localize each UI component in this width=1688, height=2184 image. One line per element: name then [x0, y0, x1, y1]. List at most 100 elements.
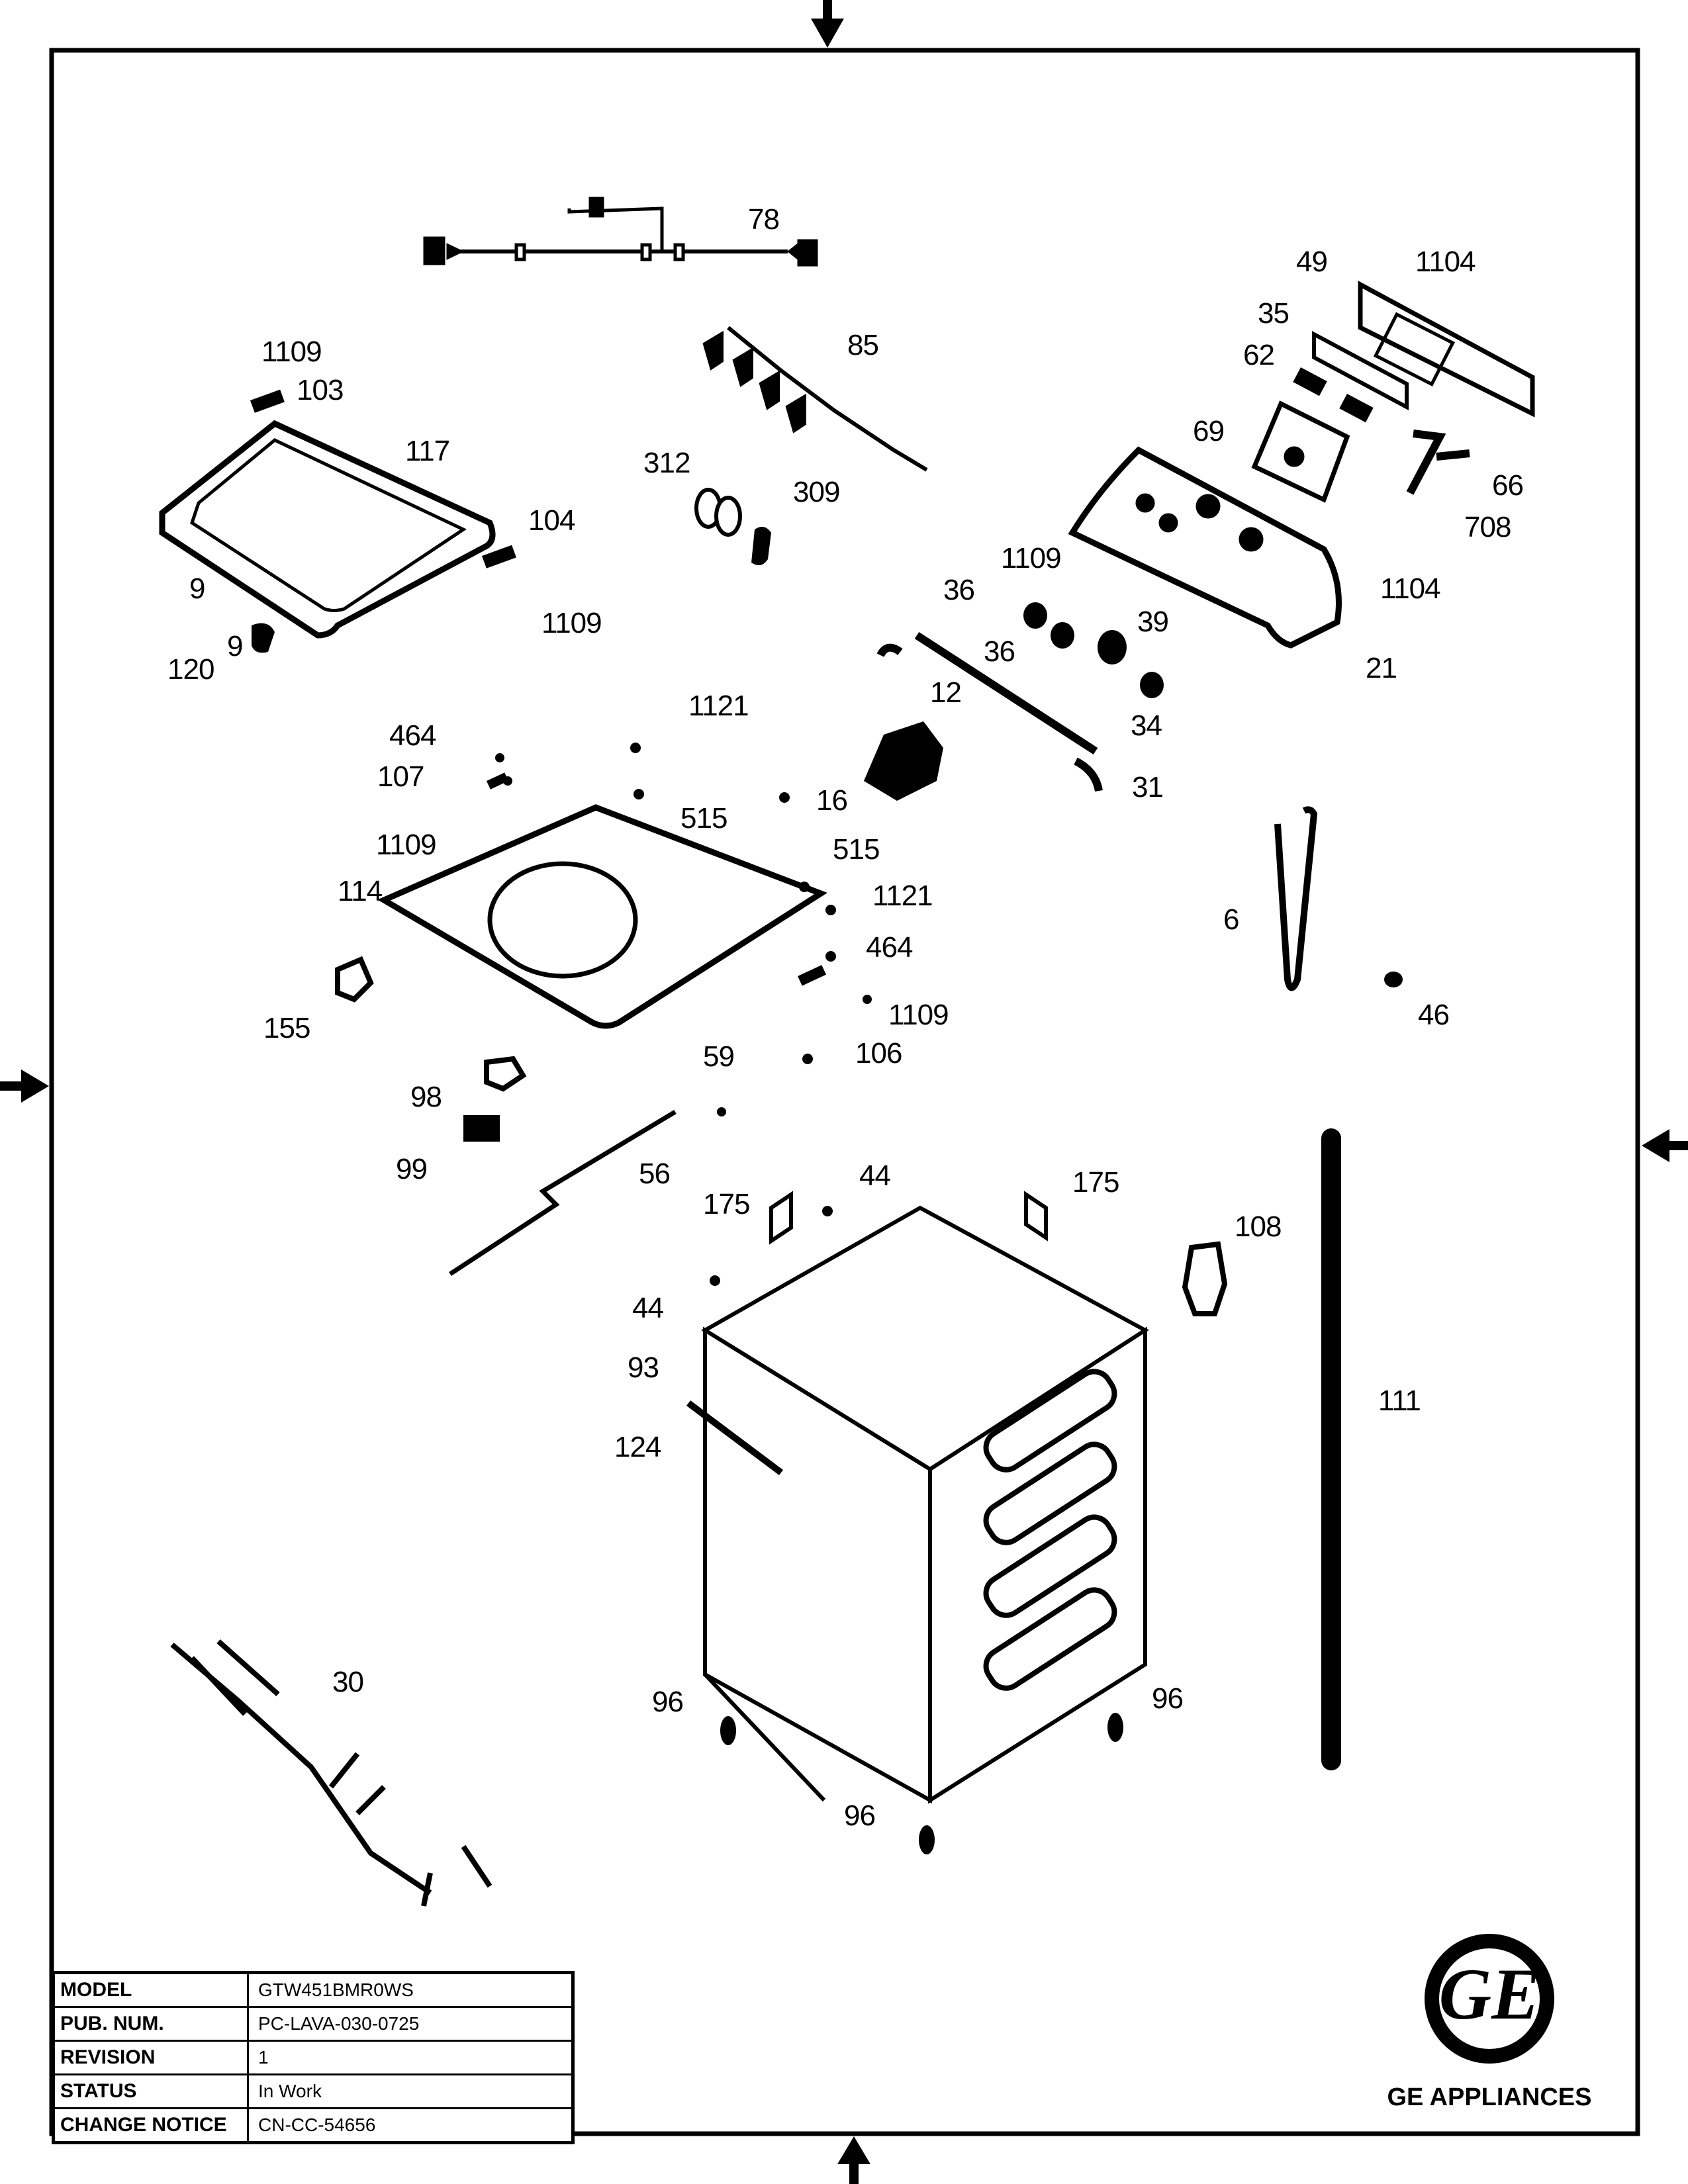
- callout-155: 155: [263, 1012, 310, 1044]
- callout-9-lower: 9: [227, 630, 244, 662]
- svg-text:GE: GE: [1439, 1954, 1540, 2034]
- pump-part: [1182, 1241, 1228, 1316]
- callout-108: 108: [1235, 1210, 1282, 1243]
- brand-name: GE APPLIANCES: [1387, 2083, 1592, 2111]
- wire-harness-56: [449, 1109, 677, 1276]
- registration-arrow-top: [811, 0, 844, 48]
- callout-515-top: 515: [680, 802, 727, 835]
- callout-708: 708: [1464, 511, 1511, 543]
- callout-107: 107: [377, 760, 424, 793]
- washer-top-cover: [377, 804, 827, 1029]
- callout-464-right: 464: [866, 931, 913, 964]
- callout-111: 111: [1378, 1385, 1421, 1417]
- callout-1121-right: 1121: [872, 880, 933, 912]
- callout-104: 104: [528, 504, 575, 537]
- model-number: GTW451BMR0WS: [258, 1979, 414, 2000]
- small-brackets: [335, 956, 527, 1092]
- callout-1121-top: 1121: [688, 690, 749, 722]
- callout-312: 312: [643, 447, 690, 479]
- knob-parts: [1023, 602, 1164, 698]
- switch-assembly: [1293, 367, 1374, 423]
- callout-175-right: 175: [1072, 1166, 1119, 1199]
- title-key: PUB. NUM.: [55, 2008, 249, 2040]
- status-value: In Work: [258, 2081, 322, 2101]
- callout-21: 21: [1366, 652, 1397, 684]
- publication-number: PC-LAVA-030-0725: [258, 2013, 420, 2034]
- callout-9-left: 9: [189, 572, 206, 605]
- lid-lock-assembly: [864, 721, 943, 801]
- callout-44-left: 44: [632, 1292, 664, 1324]
- callout-464-left: 464: [389, 719, 436, 752]
- small-fastener-parts: [486, 743, 872, 1116]
- callout-96-bottom: 96: [844, 1799, 876, 1832]
- revision-value: 1: [258, 2047, 269, 2068]
- callout-69: 69: [1193, 415, 1225, 447]
- callout-39: 39: [1137, 606, 1169, 638]
- callout-175-left: 175: [703, 1188, 750, 1220]
- switch-part: [463, 1115, 500, 1142]
- title-row-change-notice: CHANGE NOTICE CN-CC-54656: [55, 2109, 571, 2141]
- inlet-valve-harness: [702, 326, 928, 472]
- callout-44-top: 44: [859, 1160, 891, 1192]
- callout-66: 66: [1492, 469, 1524, 502]
- callout-36-upper: 36: [943, 574, 975, 606]
- callout-12: 12: [930, 676, 962, 709]
- cabinet-parts: [769, 1191, 1048, 1245]
- callout-124: 124: [614, 1431, 661, 1463]
- fill-hose: [1274, 806, 1318, 991]
- callout-309: 309: [793, 476, 840, 508]
- title-row-pub-num: PUB. NUM. PC-LAVA-030-0725: [55, 2008, 571, 2042]
- clip-part: [751, 527, 771, 565]
- callout-114: 114: [338, 875, 383, 907]
- plug-part: [1384, 972, 1403, 987]
- callout-99: 99: [396, 1153, 428, 1185]
- registration-arrow-bottom: [837, 2136, 870, 2184]
- hinge-parts: [250, 389, 516, 653]
- power-cord-harness: [423, 197, 818, 267]
- callout-93: 93: [628, 1351, 659, 1384]
- title-row-revision: REVISION 1: [55, 2042, 571, 2075]
- callout-56: 56: [639, 1158, 671, 1190]
- callout-49: 49: [1296, 246, 1328, 278]
- callout-35: 35: [1258, 297, 1289, 330]
- title-key: STATUS: [55, 2075, 249, 2107]
- callout-96-left: 96: [652, 1686, 684, 1718]
- callout-1109-console: 1109: [1001, 542, 1062, 574]
- tee-hose: [1406, 430, 1470, 495]
- drawing-border: [49, 48, 1640, 2136]
- callout-6: 6: [1223, 903, 1240, 936]
- callout-31: 31: [1132, 771, 1164, 803]
- callout-1109-lid-top: 1109: [261, 336, 322, 368]
- main-wire-harness: [170, 1639, 492, 1907]
- display-window: [1312, 330, 1409, 411]
- ge-monogram-logo: GE: [1425, 1934, 1554, 2064]
- title-key: REVISION: [55, 2042, 249, 2073]
- callout-85: 85: [847, 329, 879, 361]
- registration-arrow-left: [0, 1069, 49, 1103]
- callout-16: 16: [816, 784, 848, 817]
- callout-515-right: 515: [833, 833, 880, 866]
- callout-34: 34: [1131, 709, 1162, 742]
- callout-36-lower: 36: [984, 635, 1015, 668]
- title-row-model: MODEL GTW451BMR0WS: [55, 1974, 571, 2008]
- callout-1109-lid-right: 1109: [541, 607, 602, 639]
- callout-117: 117: [405, 435, 450, 467]
- callout-103: 103: [297, 374, 344, 406]
- callout-98: 98: [410, 1081, 442, 1113]
- drain-hose: [1321, 1128, 1341, 1770]
- cabinet-leg-feet: [710, 1206, 1123, 1854]
- callout-1104-console: 1104: [1380, 572, 1441, 605]
- callout-30: 30: [332, 1666, 364, 1698]
- rod-part: [914, 631, 1098, 755]
- title-key: CHANGE NOTICE: [55, 2109, 249, 2141]
- washer-lid: [159, 420, 496, 639]
- title-block: MODEL GTW451BMR0WS PUB. NUM. PC-LAVA-030…: [52, 1971, 575, 2144]
- control-board: [1251, 400, 1350, 503]
- callout-1109-cover-right: 1109: [888, 999, 949, 1031]
- registration-arrow-right: [1642, 1129, 1688, 1162]
- callout-1104-top: 1104: [1415, 246, 1476, 278]
- control-panel-backsplash-cover: [1358, 281, 1535, 418]
- control-console: [1068, 446, 1342, 649]
